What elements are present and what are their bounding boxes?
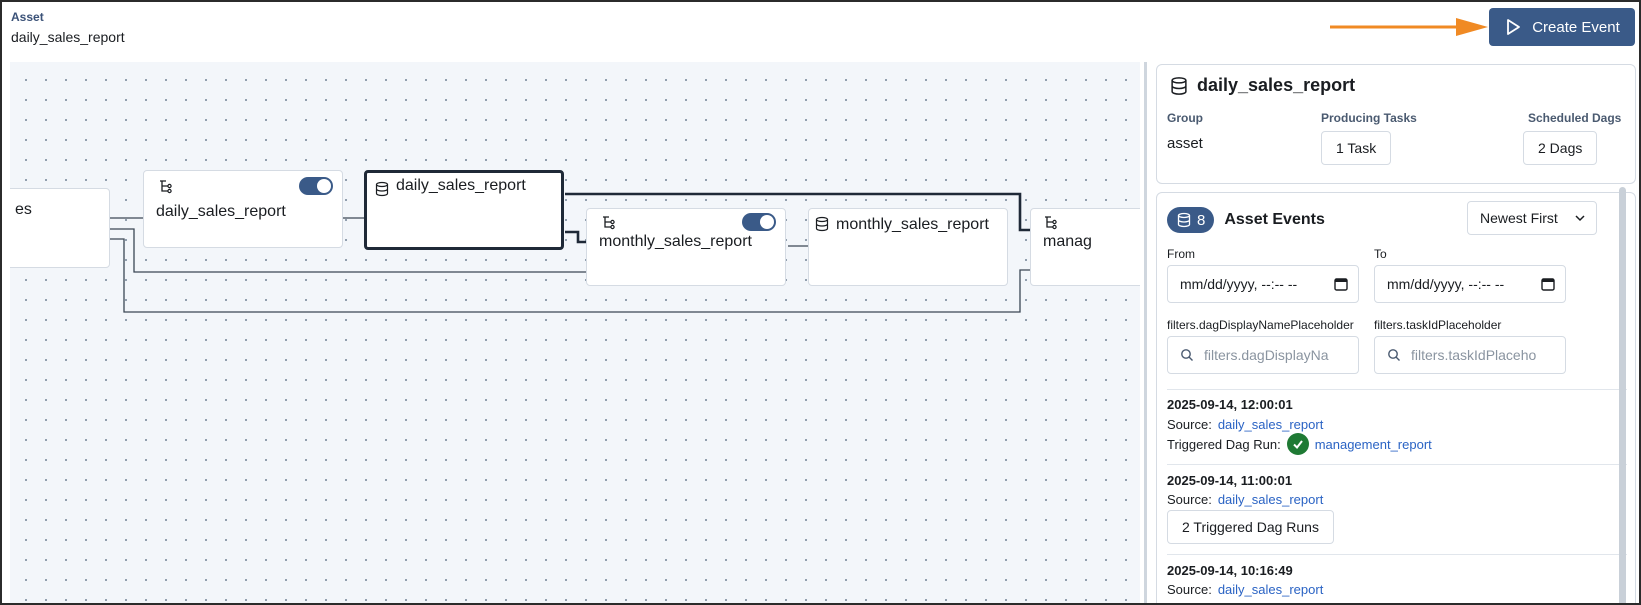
asset-details-panel: daily_sales_report Group asset Producing…	[1149, 62, 1639, 603]
success-check-icon	[1286, 433, 1309, 455]
source-link[interactable]: daily_sales_report	[1217, 492, 1324, 507]
group-value: asset	[1167, 135, 1203, 152]
task-filter-label: filters.taskIdPlaceholder	[1374, 318, 1502, 332]
asset-events-title: Asset Events	[1224, 211, 1325, 228]
event-timestamp: 2025-09-14, 10:16:49	[1167, 563, 1293, 578]
event-source: Source: daily_sales_report	[1167, 582, 1323, 597]
search-icon	[1388, 349, 1400, 361]
sort-order-select[interactable]: Newest First	[1467, 201, 1597, 235]
source-label: Source:	[1167, 582, 1212, 597]
task-filter-placeholder: filters.taskIdPlaceho	[1411, 347, 1537, 363]
node-label: daily_sales_report	[156, 203, 286, 220]
events-count: 8	[1197, 211, 1206, 229]
dag-pause-toggle[interactable]	[742, 213, 776, 231]
node-label: manag	[1043, 233, 1092, 250]
event-timestamp: 2025-09-14, 12:00:01	[1167, 397, 1293, 412]
node-label: monthly_sales_report	[599, 233, 752, 250]
daily-sales-task-node[interactable]: daily_sales_report	[143, 170, 343, 248]
node-label: es	[15, 201, 32, 218]
divider	[1167, 464, 1627, 465]
panel-resize-handle[interactable]	[1144, 62, 1147, 603]
triggered-label: Triggered Dag Run:	[1167, 436, 1281, 452]
database-icon	[815, 216, 829, 232]
node-label: monthly_sales_report	[836, 216, 989, 233]
source-link[interactable]: daily_sales_report	[1217, 582, 1324, 597]
database-icon	[375, 181, 389, 197]
node-label: daily_sales_report	[396, 177, 526, 194]
divider	[1167, 554, 1627, 555]
event-source: Source: daily_sales_report	[1167, 492, 1323, 507]
events-count-badge: 8	[1167, 207, 1215, 233]
calendar-icon[interactable]	[1334, 277, 1348, 291]
triggered-dag-run-link[interactable]: management_report	[1314, 436, 1432, 452]
triggered-dag-runs-button[interactable]: 2 Triggered Dag Runs	[1167, 510, 1334, 544]
scheduled-dags-label: Scheduled Dags	[1528, 111, 1622, 125]
dag-pause-toggle[interactable]	[299, 177, 333, 195]
to-date-placeholder: mm/dd/yyyy, --:-- --	[1387, 276, 1505, 292]
events-scrollbar[interactable]	[1619, 187, 1626, 603]
search-icon	[1181, 349, 1193, 361]
annotation-arrow	[1330, 18, 1488, 36]
asset-events-header: 8 Asset Events	[1167, 207, 1325, 233]
dag-icon	[1045, 216, 1057, 230]
scheduled-dags-button[interactable]: 2 Dags	[1523, 131, 1598, 165]
play-icon	[1507, 19, 1521, 35]
to-date-input[interactable]: mm/dd/yyyy, --:-- --	[1374, 265, 1566, 303]
from-label: From	[1167, 247, 1195, 261]
monthly-sales-task-node[interactable]: monthly_sales_report	[586, 208, 786, 286]
dag-icon	[160, 180, 172, 194]
chevron-down-icon	[1575, 215, 1585, 222]
to-label: To	[1374, 247, 1387, 261]
dag-filter-placeholder: filters.dagDisplayNa	[1204, 347, 1329, 363]
asset-summary-card: daily_sales_report Group asset Producing…	[1156, 64, 1636, 184]
asset-events-section: 8 Asset Events Newest First From mm/dd/y…	[1156, 192, 1636, 603]
dag-filter-input[interactable]: filters.dagDisplayNa	[1167, 336, 1359, 374]
dag-filter-label: filters.dagDisplayNamePlaceholder	[1167, 318, 1354, 332]
producing-tasks-label: Producing Tasks	[1321, 111, 1417, 125]
graph-edges	[110, 192, 1032, 313]
event-triggered-run: Triggered Dag Run: management_report	[1167, 433, 1432, 455]
calendar-icon[interactable]	[1541, 277, 1555, 291]
source-link[interactable]: daily_sales_report	[1217, 417, 1324, 432]
asset-header-label: Asset	[11, 10, 44, 24]
from-date-placeholder: mm/dd/yyyy, --:-- --	[1180, 276, 1298, 292]
producing-tasks-button[interactable]: 1 Task	[1321, 131, 1392, 165]
database-icon	[1171, 76, 1187, 95]
asset-title-text: daily_sales_report	[1197, 75, 1356, 95]
group-label: Group	[1167, 111, 1203, 125]
monthly-sales-asset-node[interactable]: monthly_sales_report	[808, 208, 1008, 286]
management-report-node-partial[interactable]: manag	[1030, 208, 1140, 286]
database-icon	[1177, 212, 1191, 228]
event-timestamp: 2025-09-14, 11:00:01	[1167, 473, 1293, 488]
asset-graph-canvas[interactable]: es daily_sales_report daily_sales_report…	[10, 62, 1140, 603]
source-label: Source:	[1167, 492, 1212, 507]
upstream-node-partial[interactable]: es	[10, 188, 110, 268]
task-filter-input[interactable]: filters.taskIdPlaceho	[1374, 336, 1566, 374]
divider	[1167, 389, 1627, 390]
asset-header-name: daily_sales_report	[11, 29, 125, 45]
source-label: Source:	[1167, 417, 1212, 432]
asset-title: daily_sales_report	[1169, 75, 1355, 96]
daily-sales-asset-node[interactable]: daily_sales_report	[364, 170, 564, 250]
dag-icon	[603, 216, 615, 230]
create-event-label: Create Event	[1532, 18, 1620, 36]
create-event-button[interactable]: Create Event	[1489, 8, 1635, 46]
from-date-input[interactable]: mm/dd/yyyy, --:-- --	[1167, 265, 1359, 303]
sort-order-value: Newest First	[1480, 210, 1558, 226]
event-source: Source: daily_sales_report	[1167, 417, 1323, 432]
